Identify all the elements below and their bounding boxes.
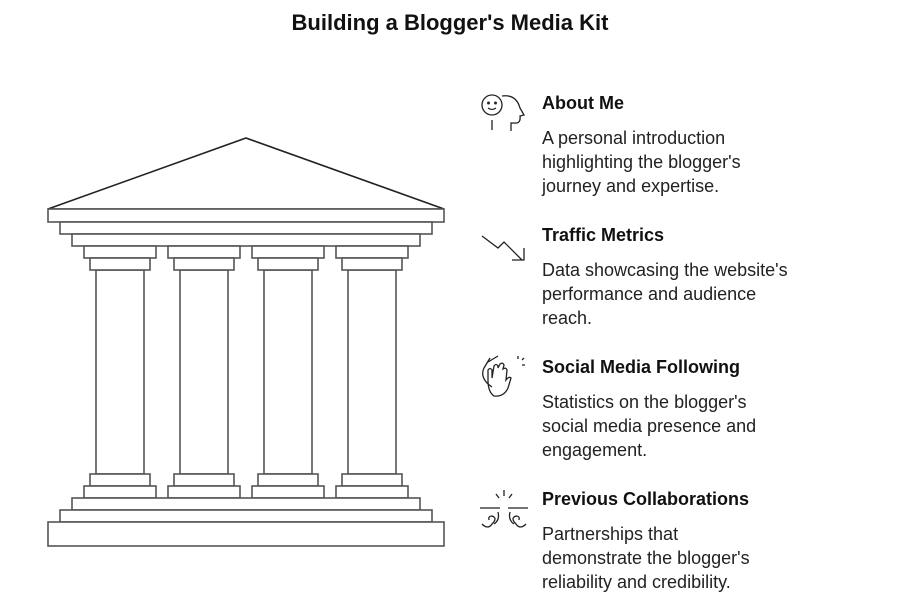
item-social-media-following: Social Media Following Statistics on the…	[542, 356, 882, 462]
column-base	[89, 473, 151, 487]
collaboration-icon	[480, 490, 528, 528]
item-title: Traffic Metrics	[542, 225, 665, 245]
item-description: Partnerships that demonstrate the blogge…	[542, 524, 750, 592]
item-traffic-metrics: Traffic Metrics Data showcasing the webs…	[542, 224, 882, 330]
column-base	[173, 473, 235, 487]
column-shaft	[263, 269, 313, 475]
item-description: Data showcasing the website's performanc…	[542, 260, 788, 328]
column-capital	[89, 257, 151, 271]
column-capital	[83, 245, 157, 259]
item-previous-collaborations: Previous Collaborations Partnerships tha…	[542, 488, 882, 594]
item-about-me: About Me A personal introduction highlig…	[542, 92, 882, 198]
item-title: Previous Collaborations	[542, 489, 750, 509]
temple-entablature-step	[71, 233, 421, 247]
temple-base-step	[71, 497, 421, 511]
column-capital	[257, 257, 319, 271]
trend-down-arrow-icon	[481, 235, 525, 261]
column-shaft	[95, 269, 145, 475]
column-capital	[335, 245, 409, 259]
column-capital	[251, 245, 325, 259]
column-capital	[341, 257, 403, 271]
item-description: Statistics on the blogger's social media…	[542, 392, 757, 460]
item-title: Social Media Following	[542, 357, 741, 377]
item-description: A personal introduction highlighting the…	[542, 128, 741, 196]
column-base	[83, 485, 157, 499]
column-base	[251, 485, 325, 499]
column-capital	[167, 245, 241, 259]
temple-entablature-step	[59, 221, 433, 235]
diagram-title: Building a Blogger's Media Kit	[291, 10, 609, 35]
column-shaft	[347, 269, 397, 475]
column-base	[335, 485, 409, 499]
temple-base	[47, 521, 445, 547]
column-base	[167, 485, 241, 499]
person-smiling-icon	[481, 94, 525, 131]
temple-roof	[47, 137, 445, 210]
item-title: About Me	[542, 93, 624, 113]
column-base	[341, 473, 403, 487]
column-capital	[173, 257, 235, 271]
temple-base-step	[59, 509, 433, 523]
column-base	[257, 473, 319, 487]
temple-pillars-graphic	[47, 137, 445, 547]
temple-entablature	[47, 208, 445, 223]
column-shaft	[179, 269, 229, 475]
clapping-hands-icon	[482, 355, 525, 397]
